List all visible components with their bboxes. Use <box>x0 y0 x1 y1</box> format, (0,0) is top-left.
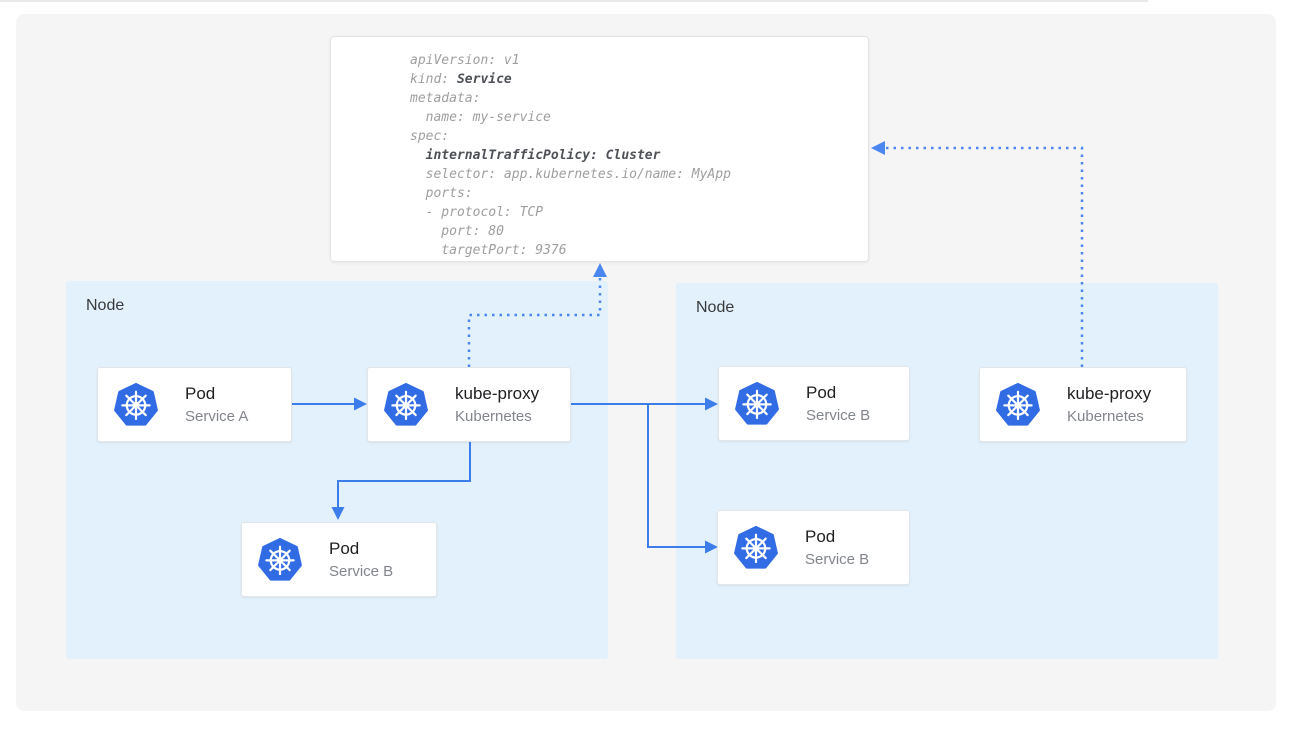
card-subtitle: Kubernetes <box>455 407 532 425</box>
kubernetes-icon <box>384 382 428 426</box>
kubernetes-icon <box>114 382 158 426</box>
card-subtitle: Service B <box>806 406 871 424</box>
card-title: Pod <box>329 538 360 558</box>
pod-service-b-right-bottom-card: Pod Service B <box>717 510 910 585</box>
pod-service-b-left-card: Pod Service B <box>241 522 437 597</box>
card-title: kube-proxy <box>455 383 540 403</box>
card-title: Pod <box>185 383 216 403</box>
card-title: kube-proxy <box>1067 383 1152 403</box>
card-subtitle: Service A <box>185 407 249 425</box>
node-left-label: Node <box>86 297 125 314</box>
top-divider <box>0 0 1148 2</box>
card-title: Pod <box>805 526 836 546</box>
node-right-label: Node <box>696 299 735 316</box>
pod-service-a-card: Pod Service A <box>97 367 292 442</box>
pod-service-b-right-top-card: Pod Service B <box>718 366 910 441</box>
node-left: Node <box>66 281 608 659</box>
kubernetes-icon <box>258 537 302 581</box>
card-subtitle: Kubernetes <box>1067 407 1144 425</box>
card-subtitle: Service B <box>805 550 870 568</box>
kubernetes-icon <box>996 382 1040 426</box>
card-subtitle: Service B <box>329 562 394 580</box>
kubernetes-icon <box>734 525 778 569</box>
kube-proxy-left-card: kube-proxy Kubernetes <box>367 367 571 442</box>
card-title: Pod <box>806 382 837 402</box>
kubernetes-icon <box>735 381 779 425</box>
kube-proxy-right-card: kube-proxy Kubernetes <box>979 367 1187 442</box>
node-right: Node <box>676 283 1218 659</box>
